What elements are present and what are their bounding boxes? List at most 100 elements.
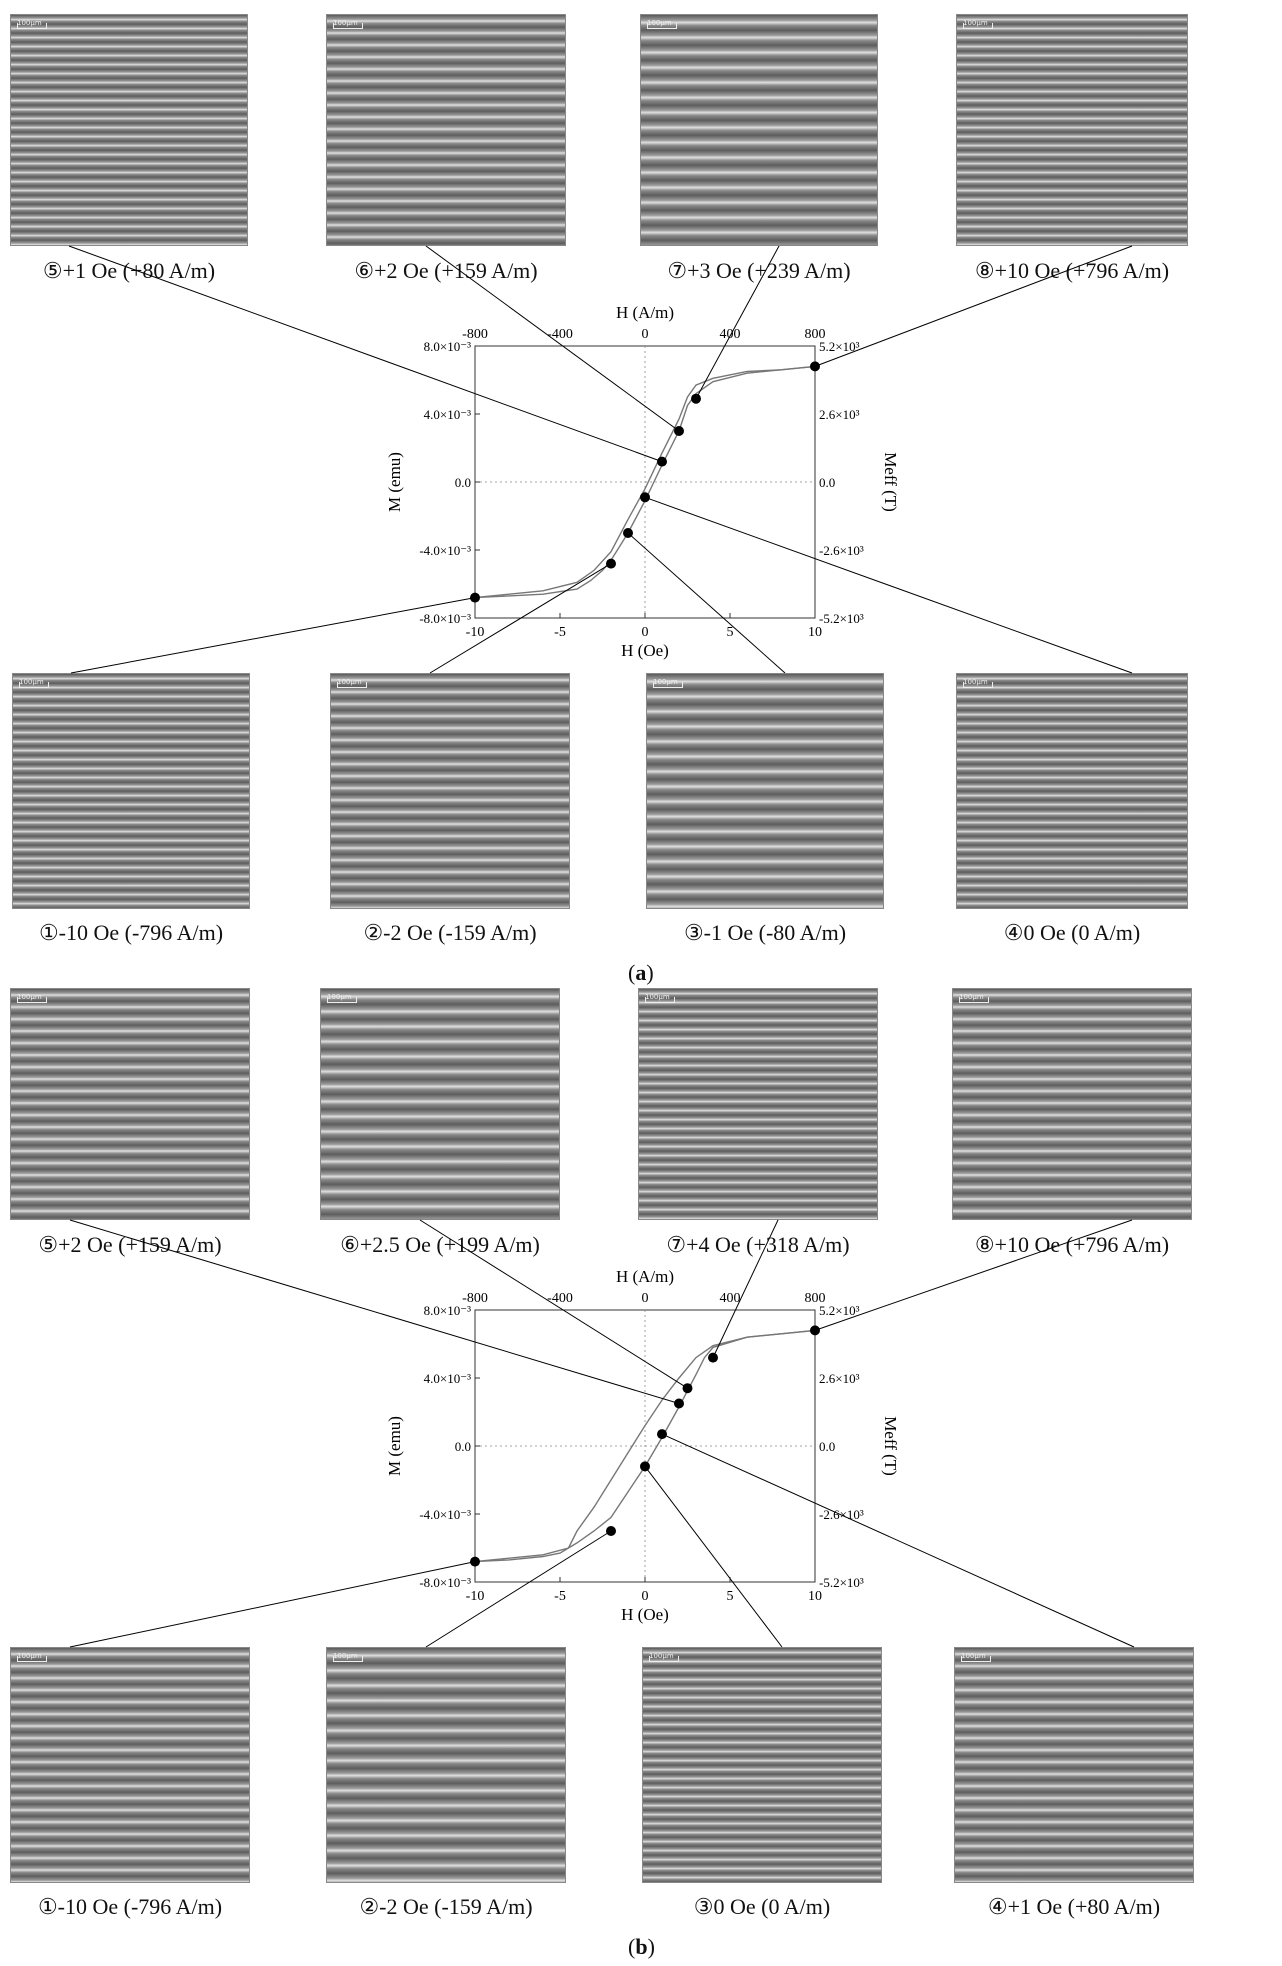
- measurement-point: [682, 1383, 693, 1394]
- measurement-point: [810, 361, 820, 372]
- measurement-point: [708, 1352, 718, 1363]
- y2-axis-label: Meff (T): [881, 1416, 900, 1476]
- caption-bottom-3: ③-1 Oe (-80 A/m): [683, 920, 847, 945]
- scale-bar: 100μm: [327, 993, 357, 1003]
- domain-stripes: [953, 989, 1191, 1219]
- y2-tick-label: -2.6×10³: [819, 543, 864, 558]
- x-tick-label: -5: [554, 625, 566, 640]
- subfigure-letter: b: [635, 1934, 648, 1959]
- scale-bar: 100μm: [645, 993, 675, 1003]
- x-tick-label: -5: [554, 1589, 566, 1604]
- y2-tick-label: -5.2×10³: [819, 1575, 864, 1590]
- x2-tick-label: -400: [547, 327, 573, 342]
- measurement-point: [640, 492, 650, 503]
- domain-image-bottom-4: 100μm: [956, 673, 1188, 909]
- domain-image-top-2: 100μm: [326, 14, 566, 246]
- scale-bar: 100μm: [963, 19, 993, 29]
- y2-tick-label: 0.0: [819, 475, 835, 490]
- measurement-point: [674, 1398, 684, 1409]
- y-tick-label: -4.0×10⁻³: [419, 543, 471, 558]
- measurement-point: [657, 456, 667, 467]
- scale-bar: 100μm: [333, 1652, 363, 1662]
- scale-bar: 100μm: [17, 1652, 47, 1662]
- domain-stripes: [639, 989, 877, 1219]
- caption-top-4: ⑧+10 Oe (+796 A/m): [974, 258, 1170, 283]
- domain-image-bottom-1: 100μm: [12, 673, 250, 909]
- y-tick-label: -8.0×10⁻³: [419, 1575, 471, 1590]
- scale-bar: 100μm: [337, 678, 367, 688]
- x-axis-label: H (Oe): [621, 1605, 669, 1624]
- subfigure-letter: a: [635, 960, 647, 985]
- domain-image-top-3: 100μm: [638, 988, 878, 1220]
- domain-image-top-1: 100μm: [10, 14, 248, 246]
- y2-tick-label: -2.6×10³: [819, 1507, 864, 1522]
- x-tick-label: -10: [466, 1589, 485, 1604]
- x-tick-label: 10: [808, 1589, 822, 1604]
- scale-bar: 100μm: [17, 19, 47, 29]
- x-tick-label: 5: [727, 625, 734, 640]
- scale-bar: 100μm: [649, 1652, 679, 1662]
- measurement-point: [623, 528, 633, 538]
- measurement-point: [470, 1556, 480, 1567]
- scale-bar: 100μm: [333, 19, 363, 29]
- measurement-point: [640, 1461, 650, 1472]
- x2-tick-label: 400: [720, 1291, 741, 1306]
- y-axis-label: M (emu): [385, 452, 404, 512]
- domain-image-top-4: 100μm: [956, 14, 1188, 246]
- y2-tick-label: 2.6×10³: [819, 407, 860, 422]
- domain-image-top-4: 100μm: [952, 988, 1192, 1220]
- measurement-point: [657, 1429, 667, 1440]
- scale-bar: 100μm: [647, 19, 677, 29]
- domain-stripes: [643, 1648, 881, 1882]
- caption-top-1: ⑤+2 Oe (+159 A/m): [38, 1232, 222, 1257]
- caption-bottom-2: ②-2 Oe (-159 A/m): [359, 1894, 533, 1919]
- domain-stripes: [641, 15, 877, 245]
- domain-image-bottom-4: 100μm: [954, 1647, 1194, 1883]
- measurement-point: [606, 1526, 616, 1536]
- x-tick-label: -10: [466, 625, 485, 640]
- subfigure-label: (b): [628, 1934, 655, 1959]
- domain-image-bottom-3: 100μm: [646, 673, 884, 909]
- domain-image-bottom-1: 100μm: [10, 1647, 250, 1883]
- scale-bar: 100μm: [19, 678, 49, 688]
- caption-bottom-1: ①-10 Oe (-796 A/m): [37, 1894, 223, 1919]
- measurement-point: [810, 1325, 820, 1336]
- caption-bottom-4: ④0 Oe (0 A/m): [1003, 920, 1141, 945]
- x2-tick-label: 0: [642, 1291, 649, 1306]
- y-tick-label: 8.0×10⁻³: [424, 339, 471, 354]
- domain-image-top-3: 100μm: [640, 14, 878, 246]
- y-tick-label: 4.0×10⁻³: [424, 1371, 471, 1386]
- x2-axis-label: H (A/m): [616, 303, 674, 322]
- x2-tick-label: 400: [720, 327, 741, 342]
- x-tick-label: 5: [727, 1589, 734, 1604]
- y2-tick-label: -5.2×10³: [819, 611, 864, 626]
- x2-axis-label: H (A/m): [616, 1267, 674, 1286]
- caption-bottom-2: ②-2 Oe (-159 A/m): [363, 920, 537, 945]
- y2-tick-label: 5.2×10³: [819, 339, 860, 354]
- y-tick-label: 0.0: [455, 1439, 471, 1454]
- y2-tick-label: 0.0: [819, 1439, 835, 1454]
- domain-stripes: [331, 674, 569, 908]
- domain-image-top-2: 100μm: [320, 988, 560, 1220]
- domain-image-bottom-2: 100μm: [330, 673, 570, 909]
- caption-bottom-1: ①-10 Oe (-796 A/m): [38, 920, 224, 945]
- y2-tick-label: 5.2×10³: [819, 1303, 860, 1318]
- domain-stripes: [647, 674, 883, 908]
- x2-tick-label: -400: [547, 1291, 573, 1306]
- domain-stripes: [957, 674, 1187, 908]
- domain-stripes: [11, 989, 249, 1219]
- domain-image-top-1: 100μm: [10, 988, 250, 1220]
- measurement-point: [470, 592, 480, 603]
- x-tick-label: 0: [642, 625, 649, 640]
- domain-stripes: [327, 15, 565, 245]
- scale-bar: 100μm: [963, 678, 993, 688]
- y-tick-label: 8.0×10⁻³: [424, 1303, 471, 1318]
- domain-stripes: [13, 674, 249, 908]
- caption-bottom-3: ③0 Oe (0 A/m): [693, 1894, 831, 1919]
- x-axis-label: H (Oe): [621, 641, 669, 660]
- y2-tick-label: 2.6×10³: [819, 1371, 860, 1386]
